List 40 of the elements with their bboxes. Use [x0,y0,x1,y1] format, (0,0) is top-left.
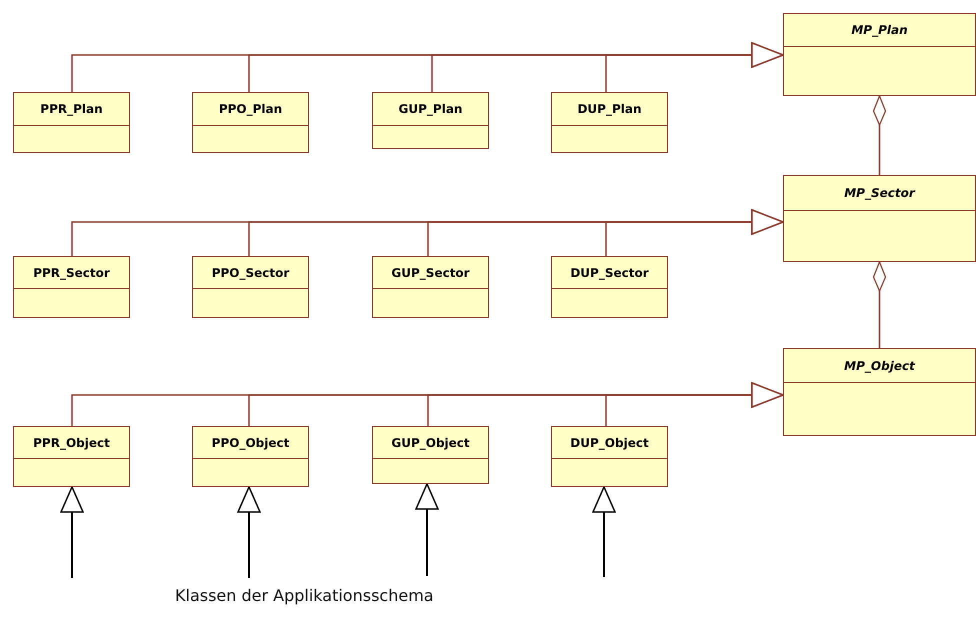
class-name: GUP_Sector [391,266,470,280]
generalization-arrow [592,486,616,577]
class-box [372,256,489,318]
class-box [192,426,309,487]
class-box [13,92,130,153]
class-name: DUP_Plan [577,102,642,116]
class-box [13,426,130,487]
class-name: PPO_Sector [212,266,290,280]
class-name: PPR_Plan [40,102,103,116]
generalization-arrow [605,209,784,256]
class-name: PPO_Plan [218,102,282,116]
generalization-arrow [605,42,784,92]
class-box [783,175,976,262]
generalization-arrow [60,486,84,578]
class-name: PPO_Object [212,436,290,450]
class-name: MP_Object [844,358,915,372]
generalization-arrow [237,486,261,578]
class-name: PPR_Sector [33,266,110,280]
aggregation-line [872,95,886,175]
class-name: PPR_Object [33,436,110,450]
class-box [372,426,489,484]
caption-text: Klassen der Applikationsschema [175,586,434,605]
class-box [551,256,668,318]
class-name: MP_Plan [851,23,908,37]
aggregation-line [872,261,886,348]
class-box [783,348,976,436]
class-box [192,92,309,153]
class-name: DUP_Object [570,436,649,450]
class-box [192,256,309,318]
class-name: GUP_Object [391,436,470,450]
class-box [372,92,489,149]
class-name: MP_Sector [844,186,915,200]
generalization-arrow [415,483,439,576]
class-name: GUP_Plan [398,102,462,116]
class-box [783,13,976,96]
class-box [551,92,668,153]
generalization-arrow [605,382,784,426]
class-name: DUP_Sector [570,266,649,280]
class-box [551,426,668,487]
class-box [13,256,130,318]
